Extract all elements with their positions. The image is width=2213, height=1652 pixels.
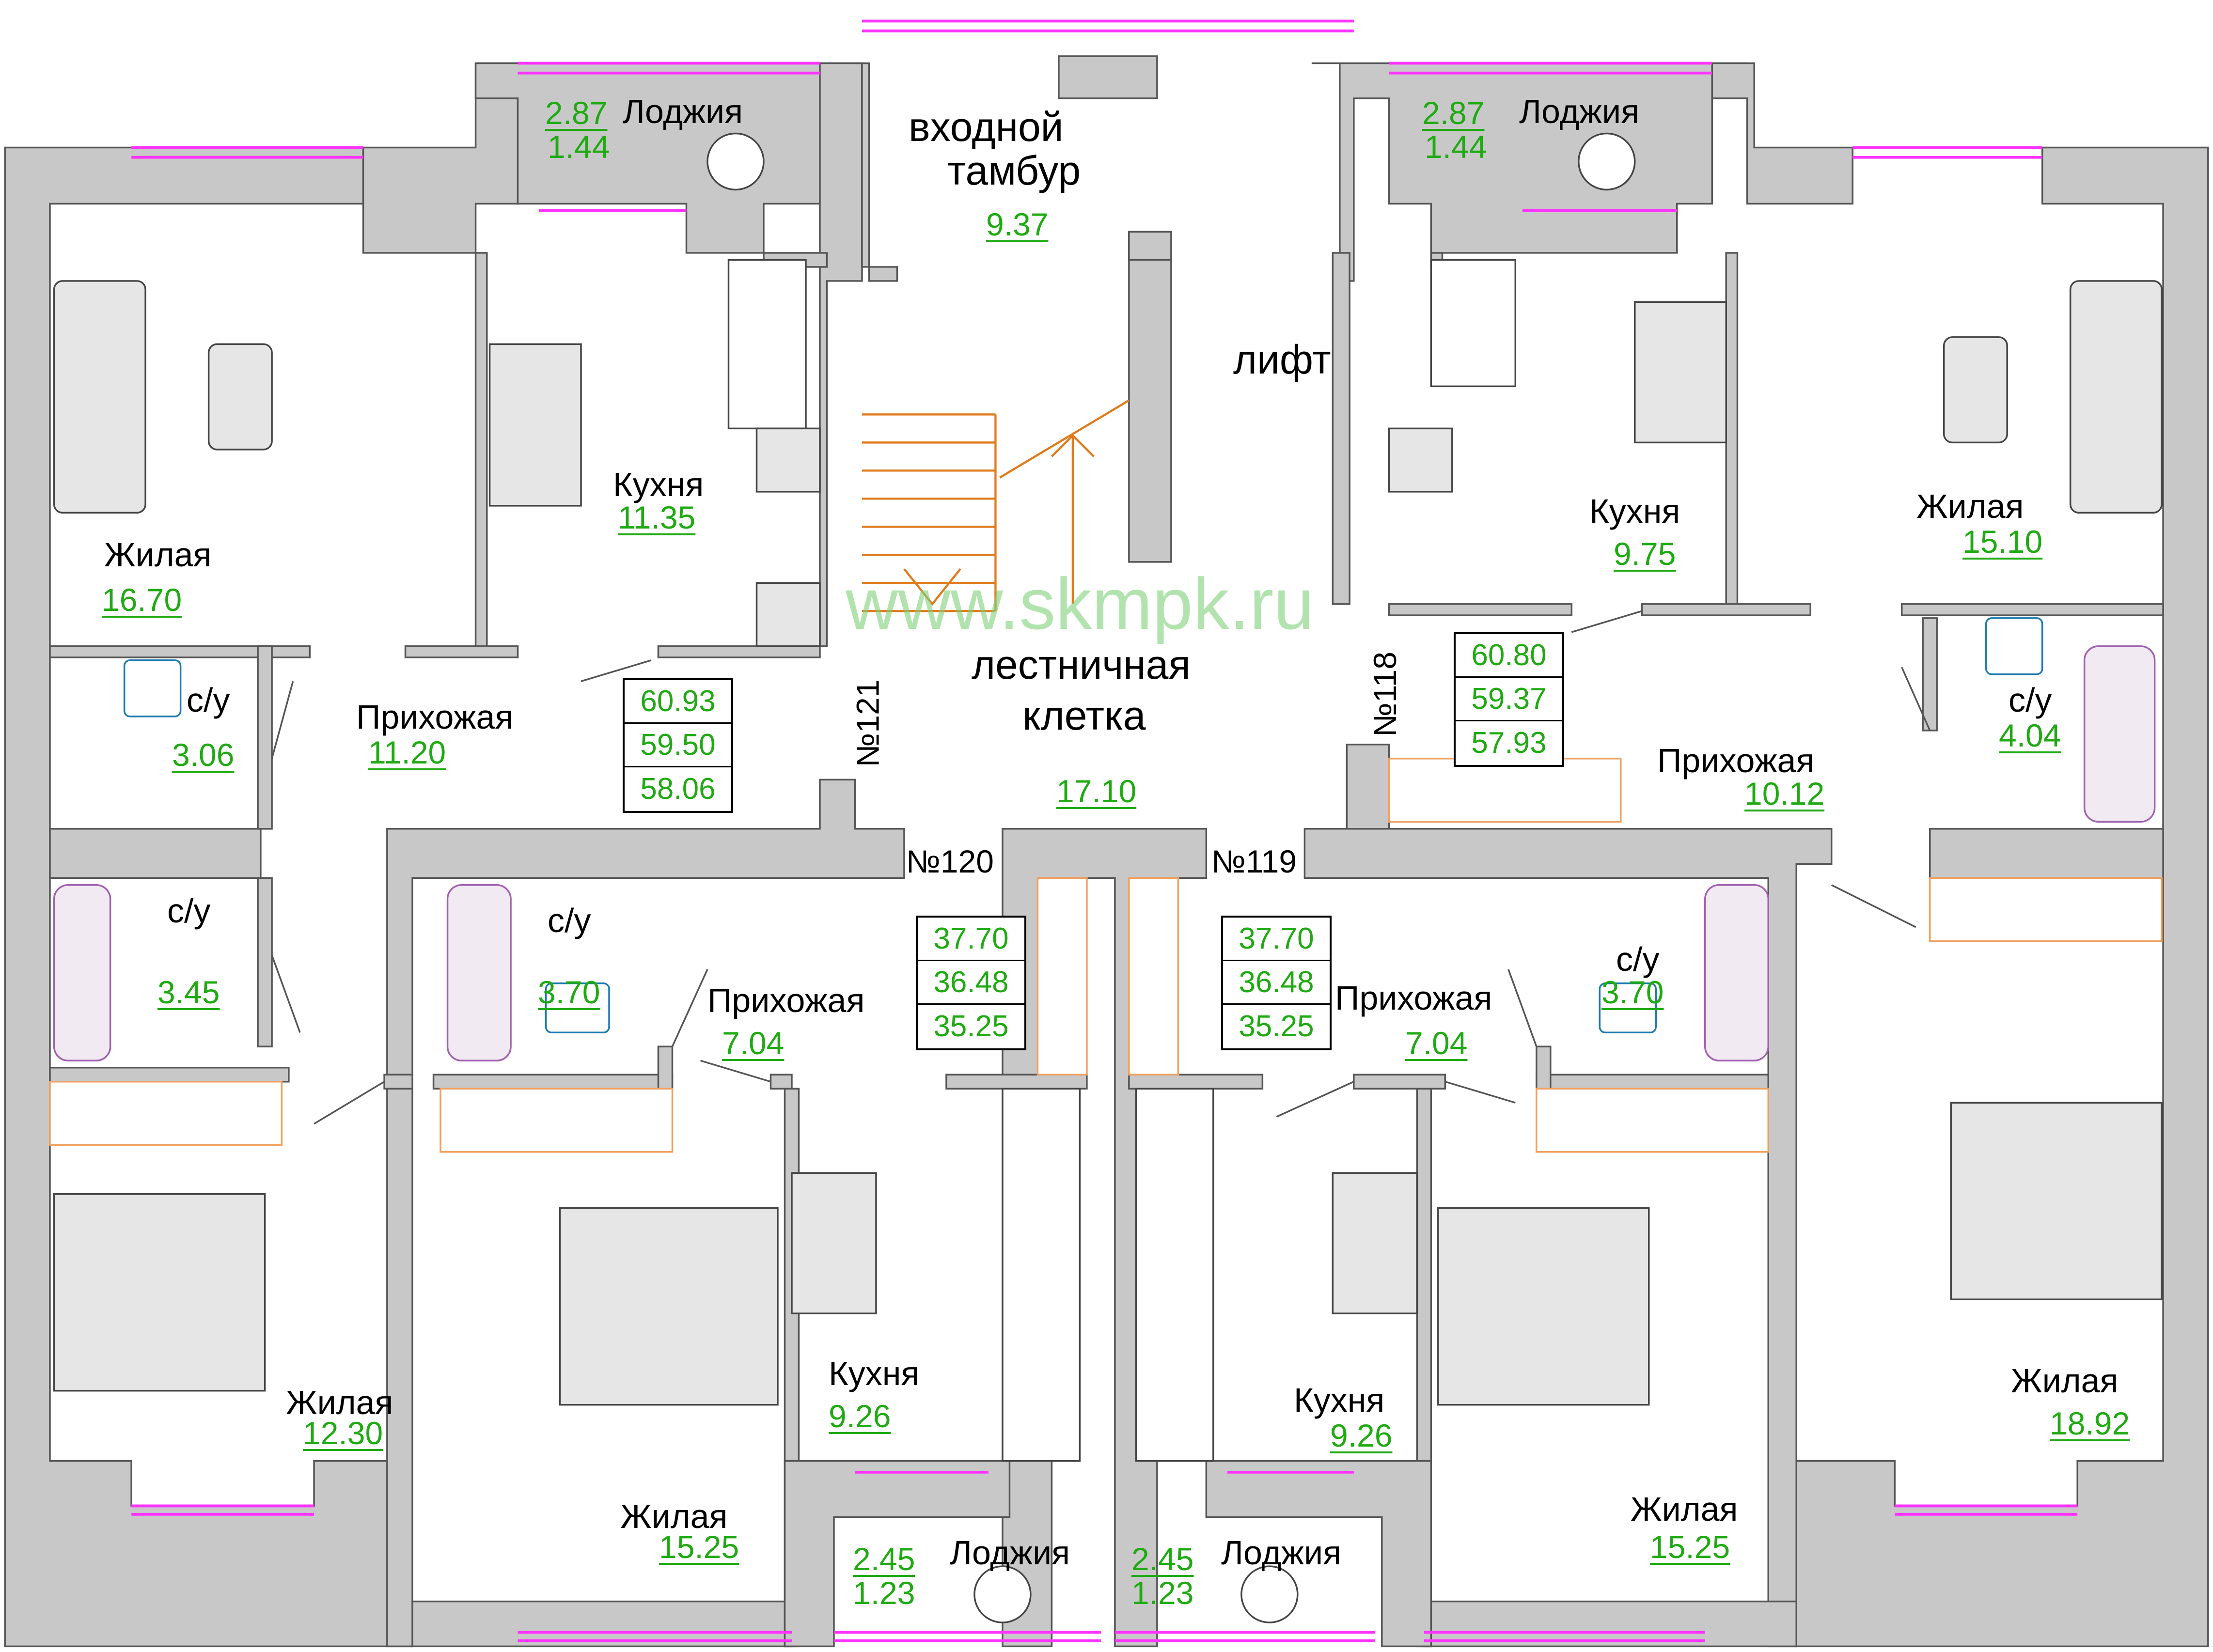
bath-121b-label: с/у (167, 892, 211, 930)
bath-120-area: 3.70 (538, 974, 600, 1010)
hall-120-area: 7.04 (722, 1025, 785, 1061)
kitchen-119-label: Кухня (1294, 1381, 1385, 1419)
total-area: 37.70 (918, 918, 1024, 961)
stair-label: лестничная (972, 642, 1191, 687)
kitchen-121-label: Кухня (613, 466, 704, 503)
net-area: 35.25 (933, 1010, 1009, 1044)
windows (131, 19, 2078, 1642)
living-area: 59.50 (625, 724, 731, 767)
bath-121a-area: 3.06 (172, 737, 235, 773)
living-121a-area: 16.70 (102, 582, 182, 618)
loggia-br-area-2: 1.23 (1131, 1575, 1194, 1611)
loggia-bl-area-2: 1.23 (853, 1575, 915, 1611)
loggia-tl-area: 2.87 (545, 95, 608, 131)
living-118b-area: 18.92 (2050, 1405, 2130, 1441)
staircase (862, 399, 1130, 612)
loggia-tr-label: Лоджия (1519, 93, 1640, 130)
loggia-tl-area-2: 1.44 (548, 129, 610, 165)
total-area: 37.70 (1223, 918, 1330, 961)
living-119-label: Жилая (1631, 1490, 1738, 1528)
loggia-tl-label: Лоджия (623, 93, 743, 130)
apartment-number-120: №120 (906, 843, 994, 879)
walls (4, 55, 2209, 1648)
living-120-label: Жилая (620, 1497, 728, 1535)
loggia-bl-area: 2.45 (853, 1541, 915, 1577)
apartment-118-area-box: 60.80 59.37 57.93 (1454, 632, 1564, 767)
vestibule-label: входной (909, 104, 1064, 150)
living-121a-label: Жилая (104, 536, 212, 574)
watermark: www.skmpk.ru (846, 563, 1314, 644)
apartment-number-121: №121 (849, 679, 886, 767)
stair-label-2: клетка (1022, 693, 1146, 738)
loggia-br-area: 2.45 (1131, 1541, 1194, 1577)
net-area: 58.06 (640, 772, 716, 806)
living-121b-area: 12.30 (303, 1415, 383, 1451)
hall-118-label: Прихожая (1657, 742, 1815, 779)
bath-120-label: с/у (548, 902, 591, 939)
lift-label: лифт (1233, 337, 1331, 382)
hall-121-area: 11.20 (368, 734, 446, 770)
kitchen-119-area: 9.26 (1330, 1418, 1393, 1453)
living-area: 59.37 (1456, 678, 1562, 721)
kitchen-120-label: Кухня (829, 1355, 920, 1392)
apartment-119-area-box: 37.70 36.48 35.25 (1221, 916, 1332, 1050)
kitchen-118-area: 9.75 (1614, 536, 1676, 572)
bath-121a-label: с/у (187, 681, 230, 719)
bath-121b-area: 3.45 (157, 974, 220, 1010)
furniture (49, 132, 2163, 1623)
apartment-120-area-box: 37.70 36.48 35.25 (916, 916, 1026, 1050)
hall-120-label: Прихожая (707, 982, 865, 1019)
total-area: 60.80 (1456, 634, 1562, 678)
vestibule-label-2: тамбур (947, 148, 1081, 193)
loggia-tr-area: 2.87 (1422, 95, 1485, 131)
living-118a-label: Жилая (1916, 487, 2024, 525)
kitchen-118-label: Кухня (1589, 492, 1680, 530)
living-120-area: 15.25 (659, 1529, 739, 1565)
apartment-number-118: №118 (1367, 651, 1403, 737)
bath-118-label: с/у (2009, 681, 2052, 719)
loggia-tr-area-2: 1.44 (1425, 129, 1487, 165)
living-121b-label: Жилая (286, 1384, 393, 1421)
vestibule-area: 9.37 (986, 206, 1049, 242)
living-118b-label: Жилая (2011, 1362, 2119, 1400)
hall-118-area: 10.12 (1744, 776, 1825, 811)
loggia-br-label: Лоджия (1221, 1534, 1342, 1572)
living-118a-area: 15.10 (1962, 524, 2043, 560)
hall-121-label: Прихожая (356, 698, 514, 736)
doors (271, 610, 1931, 1125)
total-area: 60.93 (625, 680, 731, 724)
living-area: 36.48 (1223, 961, 1330, 1005)
net-area: 57.93 (1471, 726, 1547, 760)
living-119-area: 15.25 (1650, 1529, 1730, 1565)
kitchen-120-area: 9.26 (829, 1398, 891, 1434)
apartment-121-area-box: 60.93 59.50 58.06 (623, 678, 733, 813)
bath-118-area: 4.04 (1999, 717, 2061, 753)
hall-119-label: Прихожая (1335, 979, 1492, 1017)
net-area: 35.25 (1239, 1010, 1314, 1044)
bath-119-label: с/у (1616, 940, 1660, 978)
stair-area: 17.10 (1056, 773, 1137, 809)
bath-119-area: 3.70 (1601, 974, 1664, 1010)
hall-119-area: 7.04 (1405, 1025, 1468, 1061)
kitchen-121-area: 11.35 (618, 499, 696, 535)
apartment-number-119: №119 (1211, 843, 1297, 879)
loggia-bl-label: Лоджия (950, 1534, 1070, 1572)
living-area: 36.48 (918, 961, 1024, 1005)
